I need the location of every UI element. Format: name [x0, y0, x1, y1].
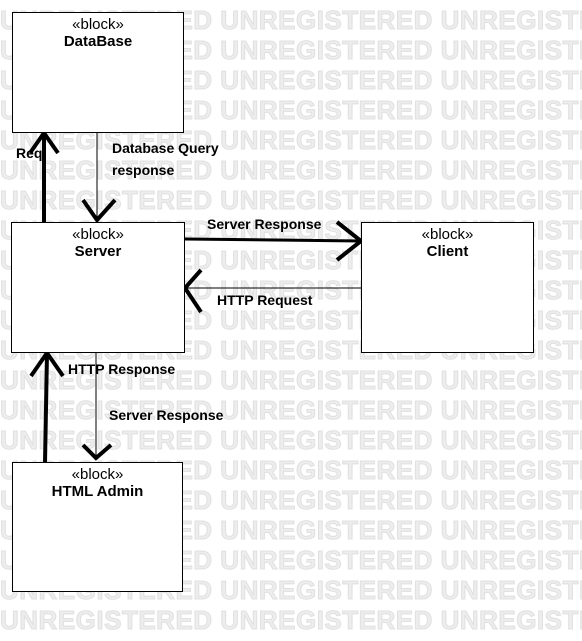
server-name: Server — [74, 243, 122, 260]
edge-admin-response-arrowhead — [81, 443, 113, 461]
watermark-row: UNREGISTERED UNREGISTERED UNREGISTERED — [0, 425, 582, 455]
database-stereotype: «block» — [72, 16, 124, 33]
label-database-query: Database Query — [112, 140, 219, 156]
edge-http-response-line — [43, 352, 49, 464]
label-req: Req — [16, 145, 43, 161]
database-name: DataBase — [63, 33, 133, 50]
watermark-row: UNREGISTERED UNREGISTERED UNREGISTERED — [0, 395, 582, 425]
server-stereotype: «block» — [72, 226, 124, 243]
block-server[interactable]: «block» Server — [11, 222, 185, 353]
label-server-response-bottom: Server Response — [109, 407, 224, 423]
block-html-admin[interactable]: «block» HTML Admin — [12, 462, 183, 592]
edge-req-arrowhead — [28, 129, 60, 155]
edge-server-response-line — [184, 237, 362, 243]
block-client[interactable]: «block» Client — [361, 222, 534, 353]
client-name: Client — [426, 243, 469, 260]
label-http-request: HTTP Request — [217, 292, 313, 308]
edge-http-request-arrowhead — [182, 268, 203, 314]
html-admin-name: HTML Admin — [51, 483, 144, 500]
edge-db-response-arrowhead — [81, 198, 117, 224]
label-http-response: HTTP Response — [68, 361, 176, 377]
watermark-row: UNREGISTERED UNREGISTERED UNREGISTERED — [0, 365, 582, 395]
client-stereotype: «block» — [421, 226, 474, 243]
label-database-response: response — [112, 162, 175, 178]
html-admin-stereotype: «block» — [71, 466, 124, 483]
label-server-response-top: Server Response — [207, 216, 322, 232]
block-database[interactable]: «block» DataBase — [12, 12, 184, 133]
edge-http-response-arrowhead — [29, 349, 65, 378]
watermark-row: UNREGISTERED UNREGISTERED UNREGISTERED — [0, 605, 582, 635]
